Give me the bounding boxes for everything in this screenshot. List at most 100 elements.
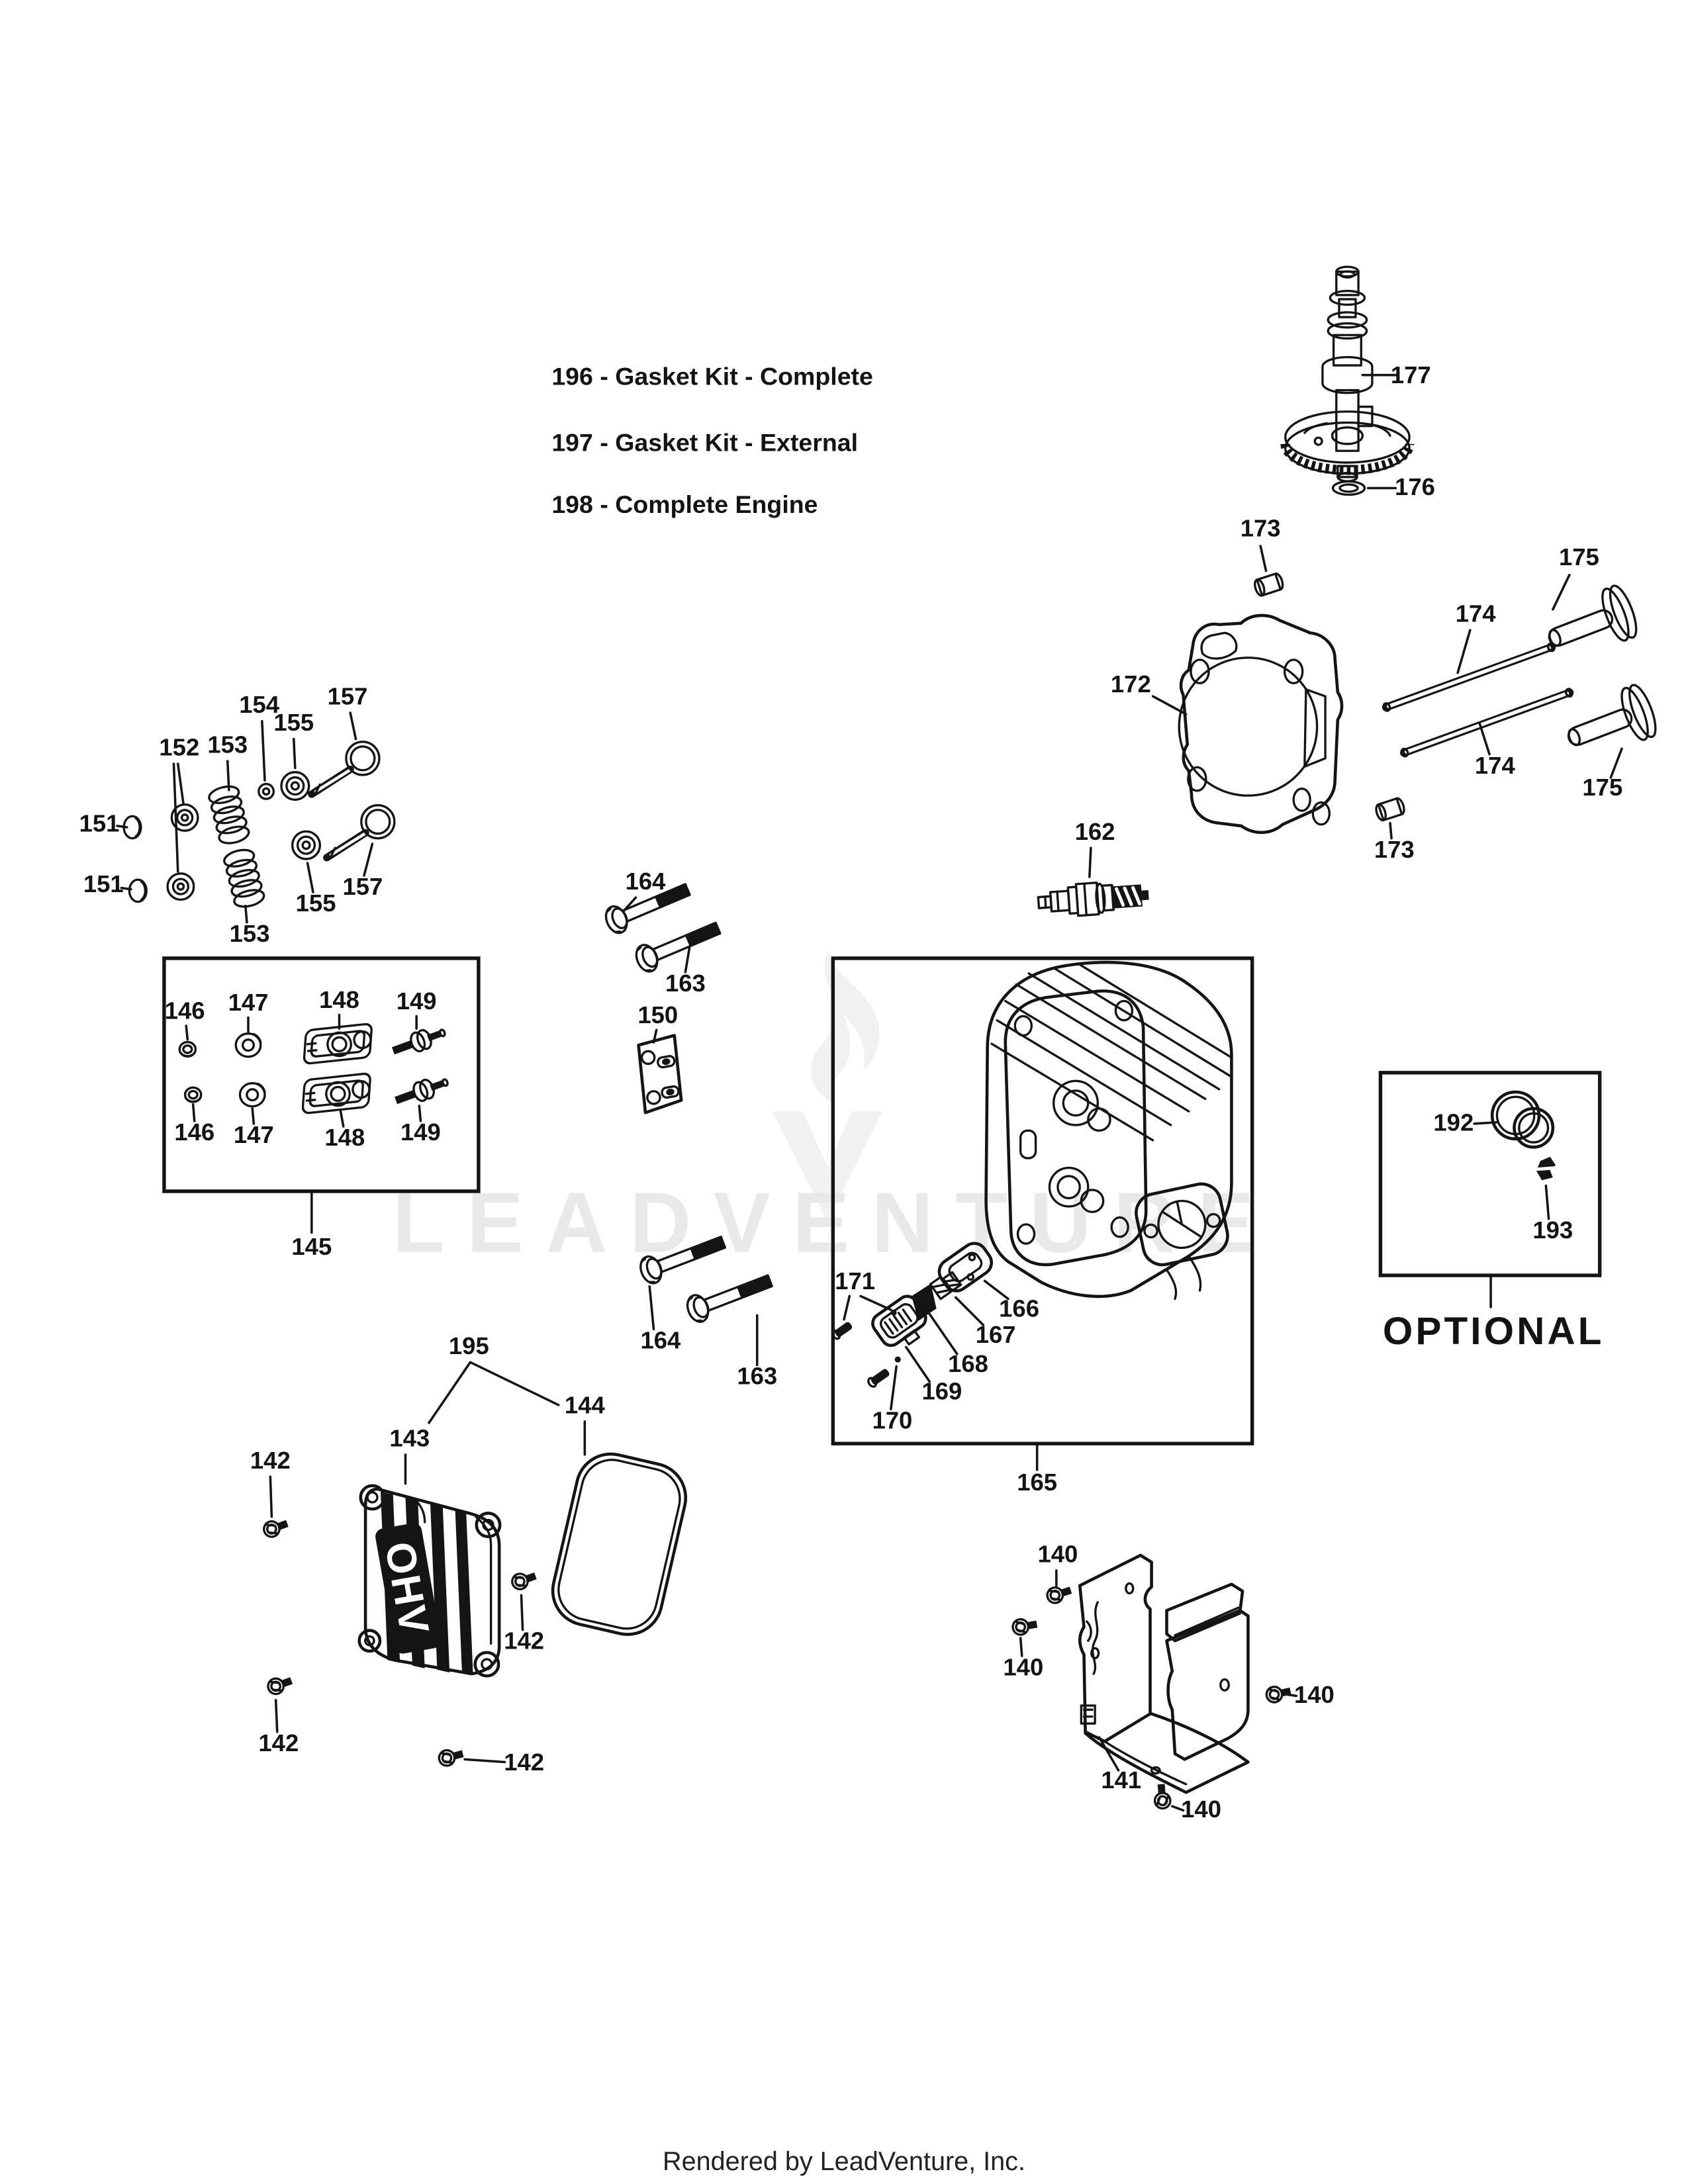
valve-spring-top bbox=[206, 782, 252, 847]
leader-157-bottom bbox=[363, 842, 374, 877]
callout-153-bottom: 153 bbox=[230, 920, 270, 947]
callout-155-top: 155 bbox=[273, 709, 314, 736]
leader-151-top bbox=[116, 825, 128, 829]
leader-155-top bbox=[292, 737, 297, 770]
callout-154: 154 bbox=[239, 691, 280, 718]
leader-140-3 bbox=[1285, 1693, 1298, 1698]
guide-plate-drawing bbox=[637, 1034, 683, 1115]
title-complete-engine: 198 - Complete Engine bbox=[551, 490, 818, 518]
callout-148-top: 148 bbox=[319, 986, 359, 1013]
callout-172: 172 bbox=[1111, 670, 1151, 698]
grommet-drawing bbox=[1490, 1090, 1555, 1149]
reed-valve-drawing bbox=[929, 1271, 962, 1300]
tappet-top bbox=[1538, 581, 1643, 667]
shield-screw-1 bbox=[1044, 1581, 1074, 1606]
callout-147-bottom: 147 bbox=[234, 1121, 274, 1148]
leader-146-top bbox=[185, 1024, 189, 1041]
leader-153-top bbox=[226, 760, 230, 792]
callout-173-bottom: 173 bbox=[1374, 836, 1415, 863]
valve-keeper-drawing bbox=[258, 782, 275, 800]
callout-153-top: 153 bbox=[207, 731, 248, 758]
valve-cover-gasket-drawing bbox=[551, 1452, 688, 1636]
dowel-pin-top bbox=[1252, 571, 1286, 598]
breather-plate-drawing bbox=[871, 1295, 927, 1347]
leader-163-top bbox=[684, 946, 691, 974]
rocker-kit-box bbox=[162, 956, 481, 1193]
optional-box bbox=[1378, 1071, 1602, 1277]
leader-152-a bbox=[176, 762, 185, 805]
leader-141 bbox=[1098, 1736, 1120, 1772]
leader-164-bottom bbox=[648, 1285, 655, 1331]
callout-142-4: 142 bbox=[504, 1749, 544, 1776]
leader-153-bottom bbox=[244, 904, 248, 924]
breather-screw-171 bbox=[831, 1322, 853, 1340]
valve-cover-ohv-text: OHV bbox=[376, 1539, 438, 1639]
leader-175-top bbox=[1552, 573, 1571, 611]
rocker-pivot-bottom bbox=[238, 1081, 266, 1108]
callout-164-top: 164 bbox=[626, 868, 667, 895]
leader-193 bbox=[1544, 1184, 1550, 1220]
shield-screw-4 bbox=[1152, 1782, 1172, 1811]
leader-151-bottom bbox=[120, 886, 132, 891]
heat-shield-drawing bbox=[1078, 1553, 1250, 1794]
callout-170: 170 bbox=[872, 1406, 913, 1433]
rocker-stud-bottom bbox=[391, 1071, 452, 1111]
dowel-pin-bottom bbox=[1373, 796, 1407, 823]
vent-screw-drawing bbox=[1536, 1156, 1558, 1181]
leader-140-4 bbox=[1171, 1805, 1185, 1812]
head-bolt-163-bottom bbox=[682, 1267, 776, 1326]
leader-142-3 bbox=[274, 1698, 279, 1733]
callout-140-3: 140 bbox=[1294, 1681, 1335, 1708]
callout-148-bottom: 148 bbox=[324, 1124, 365, 1151]
callout-151-bottom: 151 bbox=[83, 870, 124, 897]
rocker-stud-top bbox=[389, 1022, 449, 1062]
callout-163-top: 163 bbox=[665, 970, 706, 997]
callout-155-bottom: 155 bbox=[296, 889, 336, 917]
cover-screw-4 bbox=[436, 1745, 466, 1769]
callout-192: 192 bbox=[1433, 1109, 1474, 1136]
leader-146-bottom bbox=[191, 1103, 196, 1122]
leader-174-bottom bbox=[1478, 722, 1491, 756]
cover-screw-1 bbox=[260, 1515, 291, 1541]
rocker-pivot-top bbox=[234, 1032, 262, 1058]
spring-cap-top bbox=[280, 770, 310, 801]
callout-157-bottom: 157 bbox=[343, 873, 383, 900]
callout-175-top: 175 bbox=[1559, 543, 1599, 570]
callout-176: 176 bbox=[1395, 473, 1435, 500]
leader-155-bottom bbox=[306, 862, 314, 893]
callout-142-2: 142 bbox=[504, 1627, 544, 1655]
valve-cap-bottom bbox=[128, 878, 148, 903]
callout-149-top: 149 bbox=[397, 987, 437, 1015]
callout-166: 166 bbox=[999, 1295, 1039, 1322]
push-rod-top bbox=[1382, 643, 1555, 712]
spark-plug-drawing bbox=[1037, 882, 1149, 917]
leader-173-bottom bbox=[1389, 821, 1393, 840]
leader-162 bbox=[1088, 846, 1092, 878]
head-gasket-drawing bbox=[1178, 614, 1344, 835]
callout-140-2: 140 bbox=[1003, 1653, 1043, 1680]
leader-157-top bbox=[349, 711, 357, 741]
callout-142-1: 142 bbox=[250, 1447, 291, 1474]
kit-titles: 196 - Gasket Kit - Complete 197 - Gasket… bbox=[551, 362, 873, 518]
callout-163-bottom: 163 bbox=[737, 1363, 777, 1390]
callout-173-top: 173 bbox=[1241, 514, 1281, 541]
valve-cover-drawing: OHV bbox=[357, 1484, 502, 1678]
callout-140-1: 140 bbox=[1038, 1540, 1078, 1567]
callout-150: 150 bbox=[637, 1001, 678, 1028]
valve-bottom bbox=[327, 805, 395, 858]
leader-166 bbox=[983, 1279, 1009, 1300]
callout-142-3: 142 bbox=[258, 1729, 299, 1756]
callout-147-top: 147 bbox=[228, 989, 269, 1016]
callout-164-bottom: 164 bbox=[641, 1327, 682, 1354]
callout-168: 168 bbox=[948, 1350, 988, 1377]
rocker-arm-top bbox=[299, 1022, 377, 1066]
leader-147-bottom bbox=[251, 1107, 256, 1125]
spring-cap-bottom bbox=[291, 830, 322, 860]
callout-193: 193 bbox=[1532, 1216, 1573, 1244]
breather-washer-171 bbox=[890, 1309, 897, 1316]
leader-172 bbox=[1151, 695, 1188, 715]
callout-151-top: 151 bbox=[79, 809, 120, 837]
callout-167: 167 bbox=[976, 1321, 1016, 1348]
